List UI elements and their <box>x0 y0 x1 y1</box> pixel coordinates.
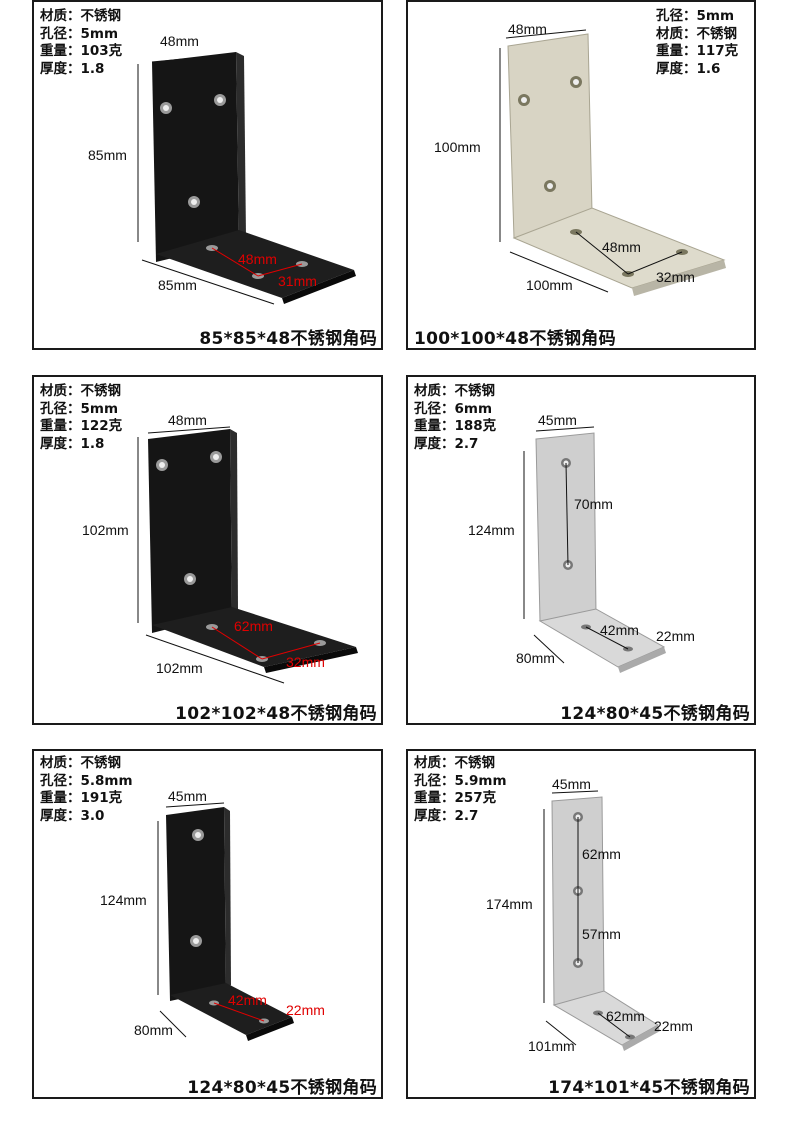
dim-depth: 80mm <box>516 650 555 666</box>
bracket-vertical-plate <box>166 807 226 1001</box>
dim-hole-spacing: 48mm <box>602 239 641 255</box>
dim-height: 102mm <box>82 522 129 538</box>
spec-hole-diameter: 孔径：5mm <box>40 400 119 417</box>
bracket-vertical-plate <box>152 52 239 262</box>
dim-width: 48mm <box>508 21 547 37</box>
product-caption: 124*80*45不锈钢角码 <box>187 1078 377 1098</box>
dim-depth: 102mm <box>156 660 203 676</box>
product-panel-5: 材质：不锈钢 孔径：5.8mm 重量：191克 厚度：3.0 45mm 124m… <box>32 749 383 1099</box>
dim-width: 45mm <box>552 776 591 792</box>
spec-thickness: 厚度：1.6 <box>656 60 721 77</box>
spec-list: 材质：不锈钢 孔径：5.9mm 重量：257克 厚度：2.7 <box>414 755 507 825</box>
bracket-vertical-plate <box>148 429 232 633</box>
dim-depth: 100mm <box>526 277 573 293</box>
product-caption: 174*101*45不锈钢角码 <box>548 1078 750 1098</box>
spec-thickness: 厚度：1.8 <box>40 60 105 77</box>
dim-height: 174mm <box>486 896 533 912</box>
spec-weight: 重量：103克 <box>40 43 123 59</box>
dim-height: 100mm <box>434 139 481 155</box>
dim-hole-offset: 31mm <box>278 273 317 289</box>
dim-width: 48mm <box>168 412 207 428</box>
spec-material: 材质：不锈钢 <box>414 383 495 399</box>
spec-thickness: 厚度：2.7 <box>414 435 479 452</box>
bracket-illustration: 48mm 102mm 102mm 62mm 32mm <box>82 412 358 684</box>
dim-height: 85mm <box>88 147 127 163</box>
spec-material: 材质：不锈钢 <box>414 755 495 771</box>
product-panel-4: 材质：不锈钢 孔径：6mm 重量：188克 厚度：2.7 45mm 124mm … <box>406 375 756 725</box>
spec-weight: 重量：117克 <box>656 43 739 59</box>
dim-hole-spacing-vertical: 70mm <box>574 496 613 512</box>
dim-depth: 101mm <box>528 1038 575 1054</box>
dim-hole-spacing-lower: 57mm <box>582 926 621 942</box>
spec-list: 孔径：5mm 材质：不锈钢 重量：117克 厚度：1.6 <box>656 8 738 78</box>
dim-depth: 85mm <box>158 277 197 293</box>
dim-hole-spacing: 62mm <box>234 618 273 634</box>
spec-material: 材质：不锈钢 <box>40 755 121 771</box>
bracket-base-plate <box>156 230 354 298</box>
product-caption: 124*80*45不锈钢角码 <box>560 704 750 724</box>
dim-width: 45mm <box>538 412 577 428</box>
bracket-vertical-plate <box>507 33 593 239</box>
bracket-illustration: 45mm 124mm 80mm 42mm 22mm <box>100 788 325 1041</box>
bracket-base-plate <box>152 607 356 667</box>
spec-hole-diameter: 孔径：5.8mm <box>40 772 133 789</box>
bracket-illustration: 48mm 100mm 100mm 48mm 32mm <box>434 21 726 296</box>
product-caption: 85*85*48不锈钢角码 <box>199 329 377 349</box>
dim-hole-offset: 22mm <box>286 1002 325 1018</box>
spec-material: 材质：不锈钢 <box>40 383 121 399</box>
spec-material: 材质：不锈钢 <box>40 8 121 24</box>
product-caption: 102*102*48不锈钢角码 <box>175 704 377 724</box>
bracket-illustration: 45mm 174mm 62mm 57mm 101mm 62mm 22mm <box>486 776 693 1054</box>
spec-material: 材质：不锈钢 <box>656 25 737 42</box>
spec-hole-diameter: 孔径：6mm <box>414 400 493 417</box>
dim-width: 48mm <box>160 33 199 49</box>
dim-hole-offset: 22mm <box>654 1018 693 1034</box>
dim-hole-offset: 22mm <box>656 628 695 644</box>
dim-hole-spacing: 48mm <box>238 251 277 267</box>
bracket-illustration: 48mm 85mm 85mm 48mm 31mm <box>88 33 356 305</box>
dim-width: 45mm <box>168 788 207 804</box>
product-panel-6: 材质：不锈钢 孔径：5.9mm 重量：257克 厚度：2.7 45mm 174m… <box>406 749 756 1099</box>
dim-hole-spacing-base: 42mm <box>600 622 639 638</box>
spec-list: 材质：不锈钢 孔径：5.8mm 重量：191克 厚度：3.0 <box>40 755 133 825</box>
dim-depth: 80mm <box>134 1022 173 1038</box>
dim-hole-offset: 32mm <box>656 269 695 285</box>
product-panel-1: 材质：不锈钢 孔径：5mm 重量：103克 厚度：1.8 48mm 85mm 8… <box>32 0 383 350</box>
dim-height: 124mm <box>100 892 147 908</box>
spec-list: 材质：不锈钢 孔径：5mm 重量：122克 厚度：1.8 <box>40 383 122 453</box>
dim-height: 124mm <box>468 522 515 538</box>
spec-hole-diameter: 孔径：5mm <box>656 8 735 24</box>
dim-hole-spacing-upper: 62mm <box>582 846 621 862</box>
dim-hole-spacing: 42mm <box>228 992 267 1008</box>
dim-hole-offset: 32mm <box>286 654 325 670</box>
spec-thickness: 厚度：2.7 <box>414 807 479 824</box>
spec-list: 材质：不锈钢 孔径：5mm 重量：103克 厚度：1.8 <box>40 8 122 78</box>
dim-hole-spacing-base: 62mm <box>606 1008 645 1024</box>
product-panel-2: 孔径：5mm 材质：不锈钢 重量：117克 厚度：1.6 48mm 100mm … <box>406 0 756 350</box>
product-panel-3: 材质：不锈钢 孔径：5mm 重量：122克 厚度：1.8 48mm 102mm … <box>32 375 383 725</box>
spec-thickness: 厚度：3.0 <box>40 807 105 824</box>
spec-thickness: 厚度：1.8 <box>40 435 105 452</box>
spec-list: 材质：不锈钢 孔径：6mm 重量：188克 厚度：2.7 <box>414 383 496 453</box>
spec-hole-diameter: 孔径：5mm <box>40 25 119 42</box>
spec-weight: 重量：257克 <box>414 790 497 806</box>
spec-weight: 重量：122克 <box>40 418 123 434</box>
bracket-illustration: 45mm 124mm 70mm 80mm 42mm 22mm <box>468 412 695 673</box>
spec-weight: 重量：191克 <box>40 790 123 806</box>
spec-weight: 重量：188克 <box>414 418 497 434</box>
spec-hole-diameter: 孔径：5.9mm <box>414 772 507 789</box>
product-caption: 100*100*48不锈钢角码 <box>414 329 616 349</box>
